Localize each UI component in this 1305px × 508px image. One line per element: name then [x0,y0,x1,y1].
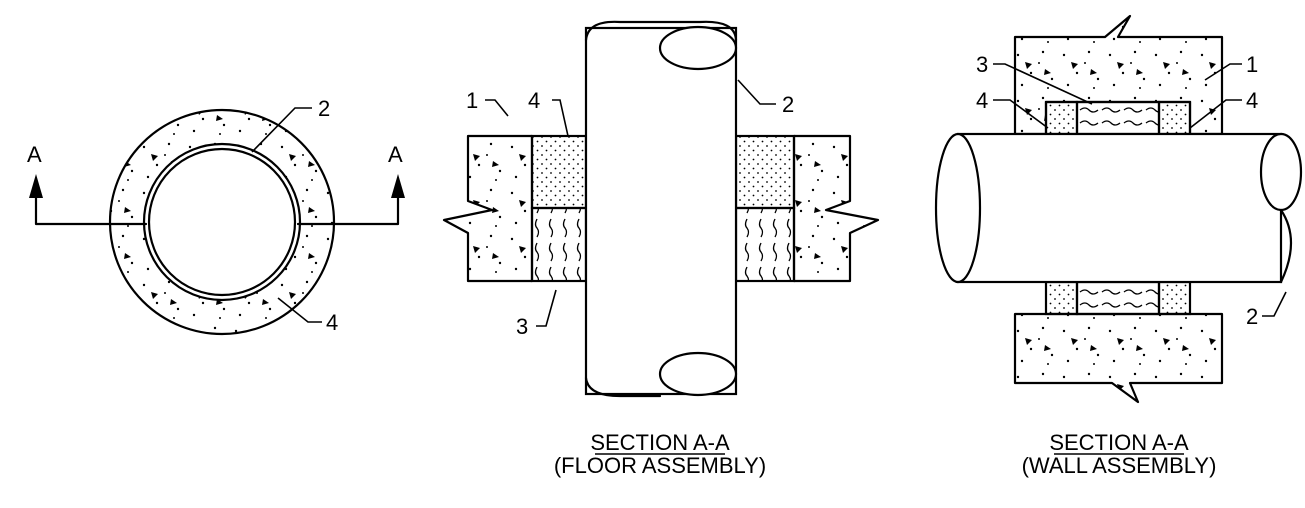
fill-material-bottom-right [1157,280,1192,316]
fill-material-right [734,134,796,210]
leader-packing [536,289,557,327]
leader-packing [993,63,1093,105]
concrete-slab-right [792,134,880,283]
wall-caption-title: SECTION A-A [1049,430,1189,455]
callout-pipe: 2 [782,92,794,117]
leader-fill [277,297,322,323]
callout-packing: 3 [516,314,528,339]
concrete-wall-bottom [1013,312,1224,404]
plan-view: A A 2 4 [27,96,405,336]
section-mark-left: A [27,142,42,167]
callout-packing: 3 [976,52,988,77]
callout-concrete: 1 [466,88,478,113]
callout-fill-left: 4 [976,88,988,113]
wall-section: 3 4 1 4 2 SECTION A-A (WALL ASSEMBLY) [934,14,1303,478]
leader-fill-right [1189,99,1242,129]
fill-material-top-right [1157,100,1192,136]
vertical-pipe-bottom-cap [584,376,662,398]
packing-material-top [1075,100,1161,136]
pipe-inner-wall [147,147,297,297]
floor-caption-subtitle: (FLOOR ASSEMBLY) [554,453,766,478]
leader-pipe [737,79,776,105]
vertical-pipe-body [584,26,738,396]
section-mark-right: A [388,142,403,167]
packing-material-right [734,206,796,283]
pipe-end-top [658,25,738,71]
callout-fill-right: 4 [1246,88,1258,113]
packing-material-bottom [1075,280,1161,316]
callout-fill: 4 [528,88,540,113]
leader-concrete [485,99,509,117]
vertical-pipe-top-cap [584,20,738,42]
concrete-slab-left [442,134,534,283]
pipe-end-right-bottom [1279,208,1292,284]
callout-concrete: 1 [1246,52,1258,77]
packing-material-left [530,206,588,283]
pipe-outer-wall [142,142,302,302]
leader-pipe [1262,291,1287,317]
callout-fill: 4 [326,310,338,335]
floor-caption-title: SECTION A-A [590,430,730,455]
floor-section: 1 4 2 3 SECTION A-A (FLOOR ASSEMBLY) [442,20,880,478]
leader-concrete [1204,63,1242,81]
pipe-end-bottom [658,351,738,397]
section-arrow-right [391,174,405,198]
fill-material-left [530,134,588,210]
pipe-end-left [934,132,982,284]
leader-fill [552,99,569,137]
callout-pipe: 2 [1246,304,1258,329]
callout-pipe: 2 [318,96,330,121]
fill-material-bottom-left [1044,280,1079,316]
leader-pipe [251,107,312,153]
leader-fill-left [993,99,1049,129]
section-arrow-left [29,174,43,198]
pipe-end-right-top [1259,132,1303,212]
wall-caption-subtitle: (WALL ASSEMBLY) [1022,453,1217,478]
section-cut-line [34,192,400,226]
fill-material-top-left [1044,100,1079,136]
horizontal-pipe-body [956,132,1283,284]
